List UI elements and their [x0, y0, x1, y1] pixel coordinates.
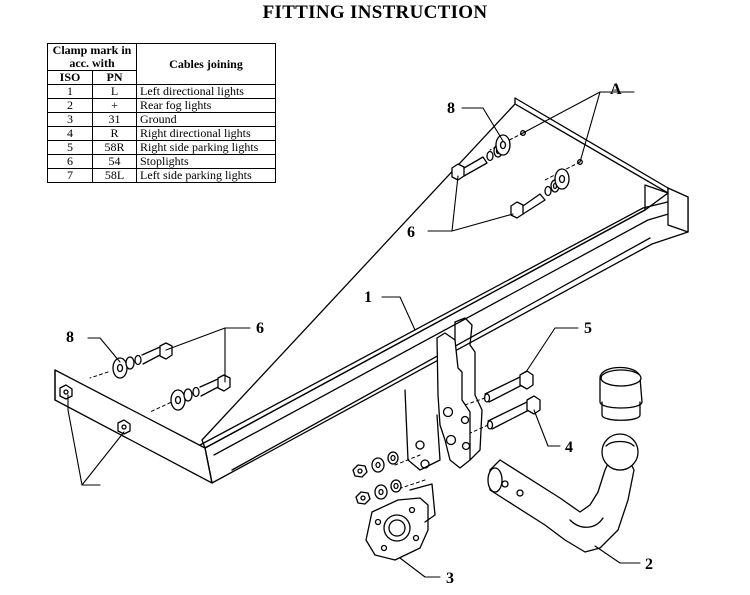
cable-cell: Left side parking lights	[136, 168, 276, 183]
iso-cell: 7	[46, 168, 94, 183]
cables-table: Clamp mark in acc. with Cables joining I…	[46, 43, 276, 183]
washer	[390, 479, 402, 493]
iso-cell: 4	[46, 126, 94, 141]
top-bolt-lower	[510, 168, 570, 219]
label-6-top: 6	[407, 224, 415, 241]
pn-header: PN	[92, 70, 137, 85]
washer	[374, 484, 388, 500]
leader-lines	[67, 91, 641, 578]
left-bolt-upper	[112, 342, 173, 379]
callout-labels: A 8 6 1 8 6 5 4 3 2	[66, 81, 653, 587]
washer	[371, 457, 385, 473]
cable-cell: Rear fog lights	[136, 98, 276, 113]
left-bolt-head	[117, 419, 131, 435]
label-2: 2	[645, 556, 653, 573]
mounting-bracket	[404, 317, 483, 471]
bolt-5	[483, 370, 534, 403]
cable-cell: Right directional lights	[136, 126, 276, 141]
label-1: 1	[364, 289, 372, 306]
ball-cap	[599, 366, 643, 421]
pn-cell: 58R	[92, 140, 137, 155]
socket-plate	[365, 483, 436, 561]
nut-upper	[352, 464, 368, 478]
left-bolt-head	[59, 384, 73, 400]
label-a: A	[610, 81, 622, 98]
left-bolt-lower	[170, 374, 231, 411]
nut-lower	[355, 491, 371, 505]
tow-ball-arm	[487, 433, 639, 553]
label-5: 5	[584, 320, 592, 337]
table-row: 2+Rear fog lights	[46, 98, 276, 113]
page-title: FITTING INSTRUCTION	[262, 2, 488, 23]
label-3: 3	[446, 570, 454, 587]
label-8-left: 8	[66, 329, 74, 346]
cable-cell: Right side parking lights	[136, 140, 276, 155]
label-8-top: 8	[447, 100, 455, 117]
label-4: 4	[565, 439, 573, 456]
clamp-mark-header: Clamp mark in acc. with	[47, 43, 137, 71]
label-6-left: 6	[256, 320, 264, 337]
top-washer	[495, 134, 511, 156]
washer	[387, 451, 399, 465]
left-end-plate	[54, 369, 213, 484]
bolt-4	[486, 395, 541, 430]
